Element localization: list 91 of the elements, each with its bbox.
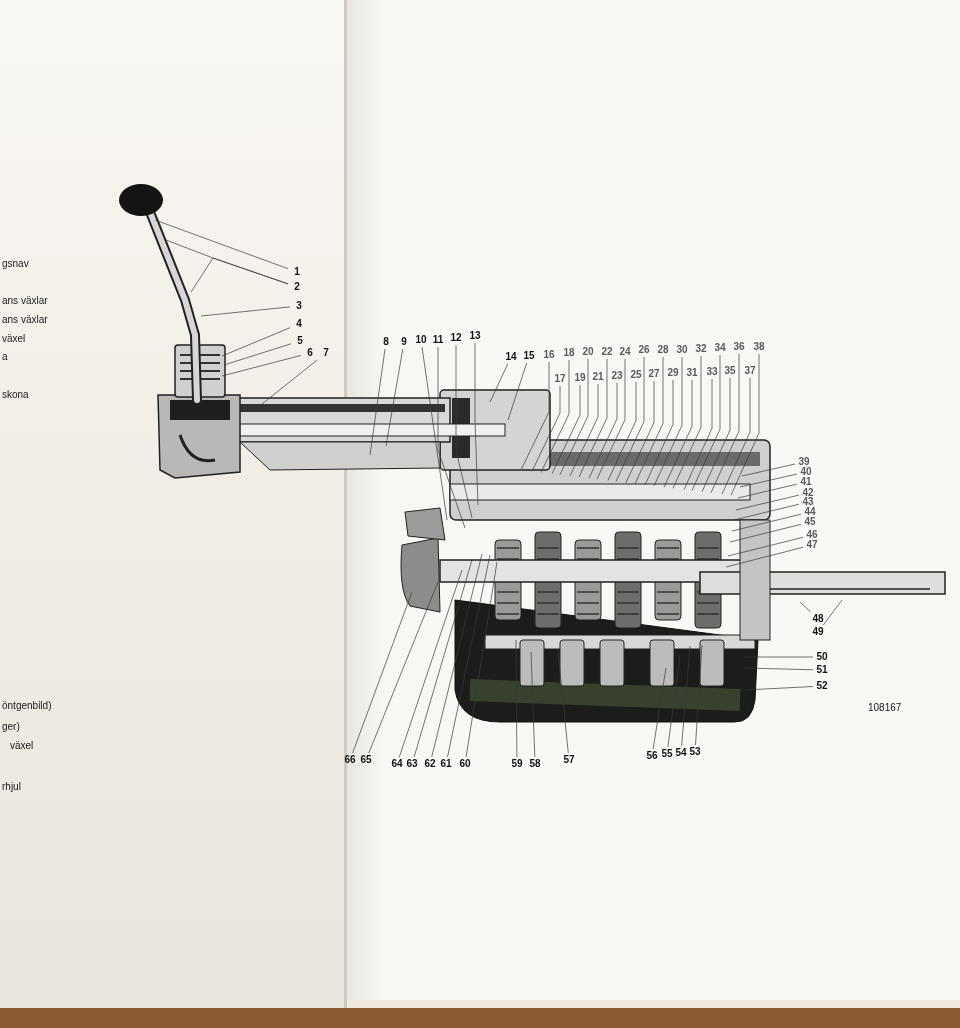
callout-number: 59 bbox=[511, 759, 523, 769]
leader-line bbox=[727, 536, 804, 557]
leader-line bbox=[672, 355, 702, 489]
leader-line bbox=[731, 513, 802, 532]
leader-line bbox=[691, 354, 721, 491]
drawing-number: 108167 bbox=[868, 703, 902, 713]
leader-line bbox=[822, 599, 843, 626]
leader-line bbox=[447, 554, 491, 758]
text-fragment: öntgenbild) bbox=[2, 701, 52, 711]
leader-line bbox=[223, 343, 292, 366]
leader-line bbox=[743, 667, 814, 671]
leader-line bbox=[413, 559, 473, 758]
leader-line bbox=[615, 356, 645, 482]
callout-number: 66 bbox=[344, 755, 356, 765]
leader-line bbox=[489, 363, 509, 403]
leader-line bbox=[625, 380, 655, 483]
callout-number: 58 bbox=[529, 759, 541, 769]
leader-line bbox=[710, 353, 740, 494]
text-fragment: skona bbox=[2, 390, 29, 400]
callout-number: 53 bbox=[689, 747, 701, 757]
leader-line bbox=[644, 379, 674, 486]
leader-line bbox=[652, 667, 667, 750]
text-fragment: växel bbox=[10, 741, 34, 751]
text-fragment: ger) bbox=[2, 722, 20, 732]
leader-line bbox=[455, 344, 473, 519]
callout-number: 56 bbox=[646, 751, 658, 761]
leader-line bbox=[385, 348, 404, 447]
callout-number: 60 bbox=[459, 759, 471, 769]
leader-line bbox=[507, 362, 528, 421]
leader-line bbox=[743, 656, 814, 658]
leader-line bbox=[551, 384, 581, 475]
leader-line bbox=[663, 379, 693, 488]
callout-number: 57 bbox=[563, 755, 575, 765]
leader-line bbox=[540, 359, 570, 473]
text-fragment: ans växlar bbox=[2, 315, 48, 325]
leader-line bbox=[559, 358, 589, 476]
leader-line bbox=[744, 686, 814, 691]
leader-line bbox=[465, 561, 498, 758]
text-fragment: växel bbox=[2, 334, 26, 344]
leader-line bbox=[200, 306, 291, 317]
leader-line bbox=[730, 353, 760, 496]
text-fragment: rhjul bbox=[2, 782, 21, 792]
text-fragment: gsnav bbox=[2, 259, 29, 269]
leader-line bbox=[431, 553, 483, 758]
callout-number: 62 bbox=[424, 759, 436, 769]
leader-line bbox=[369, 348, 386, 456]
leader-line bbox=[737, 483, 798, 499]
leader-line bbox=[721, 377, 751, 495]
leader-line bbox=[729, 523, 802, 543]
leader-line bbox=[474, 342, 479, 506]
leader-line bbox=[190, 257, 289, 293]
leader-line bbox=[799, 601, 811, 613]
leader-line bbox=[437, 346, 466, 529]
leader-line bbox=[368, 581, 439, 754]
leader-line bbox=[634, 356, 664, 485]
text-fragment: a bbox=[2, 352, 8, 362]
leader-line bbox=[154, 219, 289, 270]
leader-line bbox=[578, 358, 608, 478]
leader-line bbox=[653, 356, 683, 487]
callout-number: 63 bbox=[406, 759, 418, 769]
leader-line bbox=[596, 358, 626, 480]
leader-line bbox=[733, 503, 800, 521]
leader-line bbox=[520, 361, 550, 471]
callout-number: 55 bbox=[661, 749, 673, 759]
leader-line bbox=[531, 385, 561, 472]
callout-number: 65 bbox=[360, 755, 372, 765]
leader-line bbox=[741, 463, 796, 477]
leader-line bbox=[607, 381, 637, 481]
leader-line bbox=[398, 569, 463, 758]
leader-line bbox=[221, 355, 302, 377]
leader-line bbox=[421, 346, 448, 521]
leader-line bbox=[725, 546, 804, 568]
callout-number: 54 bbox=[675, 748, 687, 758]
leader-line bbox=[701, 377, 731, 493]
callout-number: 64 bbox=[391, 759, 403, 769]
callout-number: 61 bbox=[440, 759, 452, 769]
leader-line bbox=[221, 327, 291, 357]
leader-line bbox=[683, 378, 713, 490]
leader-line bbox=[667, 654, 681, 748]
leader-line bbox=[588, 382, 618, 479]
leader-line bbox=[569, 383, 599, 477]
leader-line bbox=[681, 645, 691, 747]
leader-line bbox=[735, 494, 800, 511]
leader-line bbox=[739, 473, 798, 488]
leader-line bbox=[695, 644, 703, 746]
leader-line bbox=[261, 359, 318, 405]
text-fragment: ans växlar bbox=[2, 296, 48, 306]
leader-line bbox=[530, 651, 536, 758]
leader-line bbox=[557, 651, 569, 754]
leader-line bbox=[515, 639, 518, 758]
leader-line bbox=[352, 591, 413, 754]
